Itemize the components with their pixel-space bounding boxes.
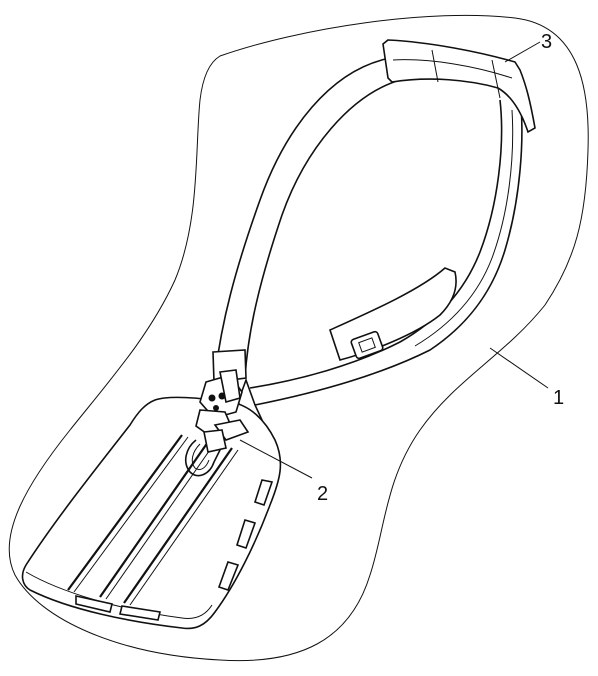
leader-line-3	[504, 41, 541, 63]
plate-groove-1b	[73, 436, 189, 593]
hook-assembly	[184, 369, 250, 477]
plate-groove-3b	[129, 449, 239, 606]
shoulder-pad-inner-line	[392, 59, 513, 79]
strap-inner-edge	[244, 79, 401, 379]
plate-groove-2	[99, 441, 209, 598]
shoulder-pad-seam	[431, 49, 501, 99]
strap-outer-edge	[214, 57, 391, 376]
plate-tab-side-2	[235, 519, 257, 550]
plate-tab-bottom-1	[75, 595, 113, 613]
strap-buckle	[350, 330, 384, 360]
leader-line-1	[489, 347, 549, 389]
hip-plate-rim	[25, 571, 213, 619]
shoulder-pad-3	[382, 39, 536, 134]
callout-2: 2	[317, 483, 328, 505]
callout-1: 1	[553, 387, 564, 409]
strap-right-fold	[414, 109, 514, 347]
plate-tab-side-1	[253, 479, 274, 507]
outer-contour-1	[8, 14, 589, 662]
callout-3: 3	[541, 31, 552, 53]
plate-tab-bottom-2	[119, 605, 161, 621]
plate-groove-2b	[105, 443, 215, 600]
leader-line-2	[239, 439, 313, 479]
strap-right-outer	[254, 94, 523, 406]
plate-groove-3	[123, 447, 233, 604]
plate-tab-side-3	[217, 561, 240, 591]
hip-plate	[21, 396, 282, 630]
plate-groove-1	[67, 434, 183, 591]
